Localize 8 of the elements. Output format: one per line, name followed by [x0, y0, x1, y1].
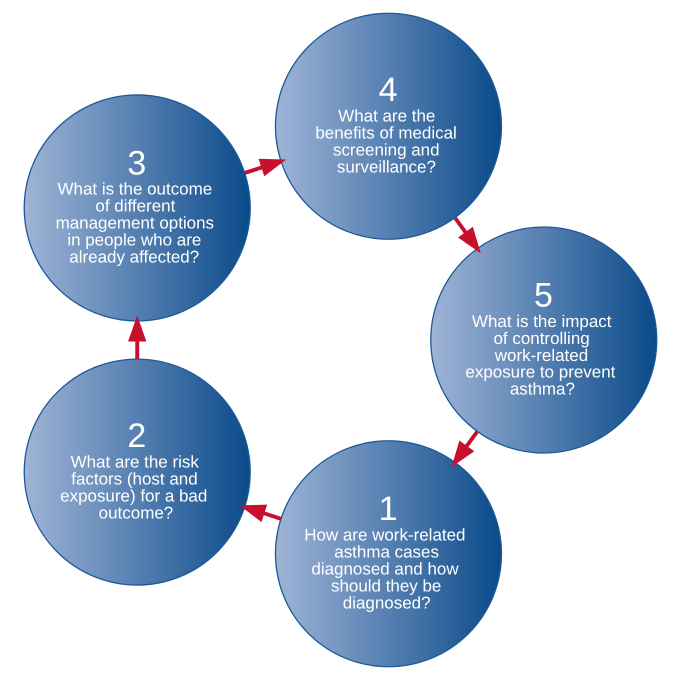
node-circle: 2 What are the risk factors (host and exposure) for a bad outcome?: [23, 358, 250, 586]
arrow: [453, 217, 480, 254]
arrow: [450, 430, 478, 468]
arrow: [128, 315, 146, 359]
node-circle: 4 What are the benefits of medical screening and surveillance?: [274, 12, 502, 240]
node-circle: 3 What is the outcome of different management options in people who are already affected?: [23, 94, 250, 322]
arrow: [238, 504, 281, 522]
arrow: [244, 158, 286, 176]
